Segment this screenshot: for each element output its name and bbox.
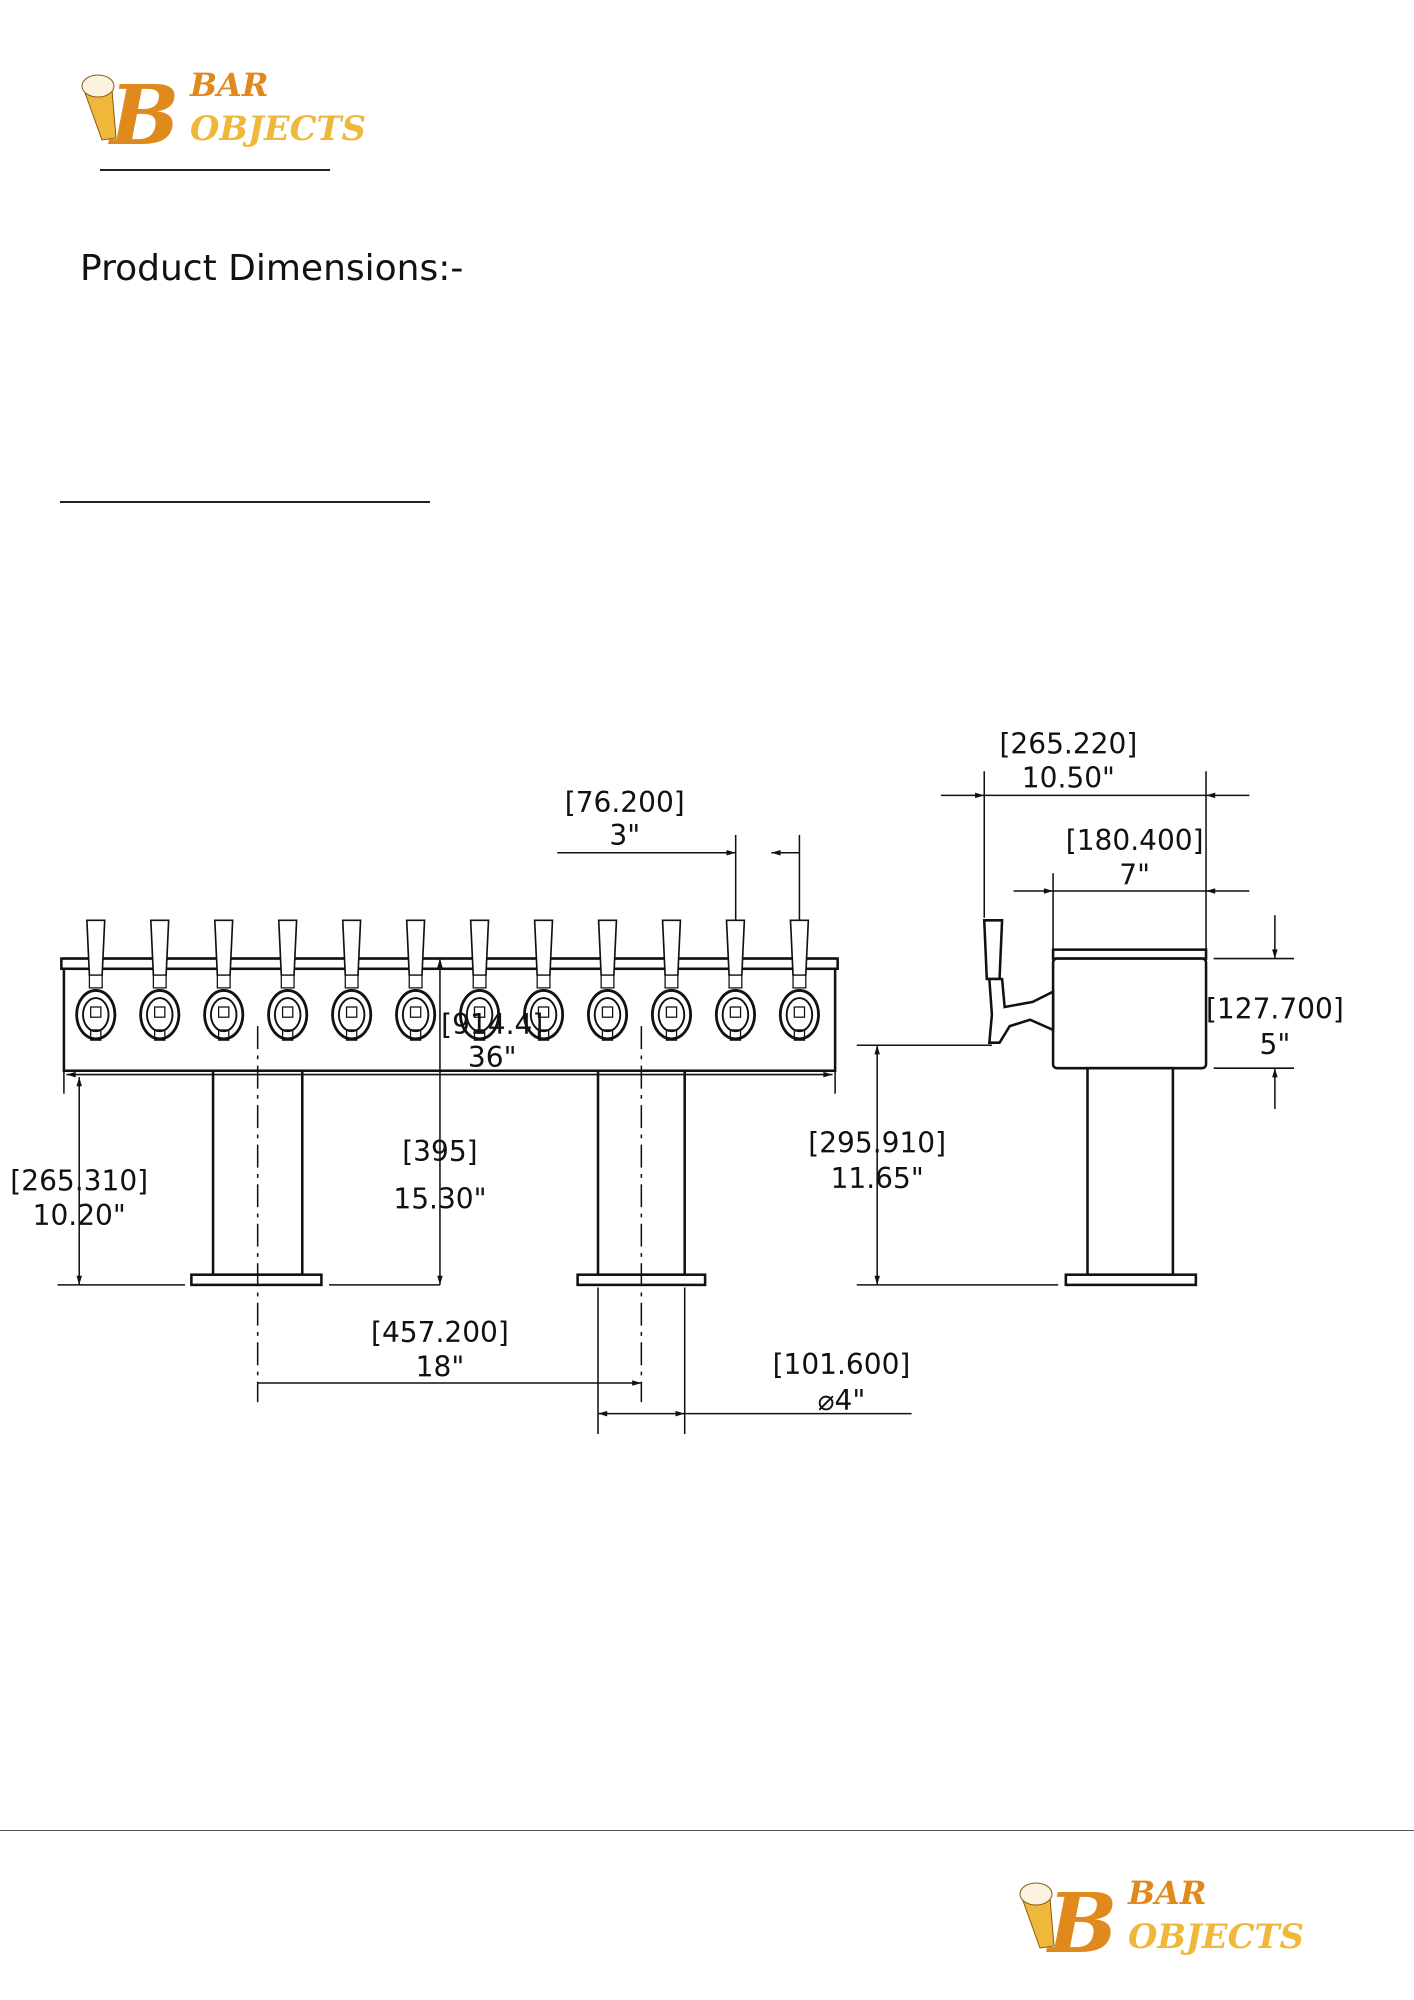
logo-word-objects: OBJECTS [1128, 1917, 1304, 1957]
logo-word-bar: BAR [189, 66, 268, 104]
dim-spout-height-in: 11.65" [831, 1162, 924, 1195]
logo-underline [100, 169, 330, 171]
left-base [190, 1273, 323, 1287]
dim-depth-box-mm: [180.400] [1066, 824, 1204, 857]
logo-initial: B [1046, 1876, 1117, 1963]
tap [586, 919, 629, 1041]
taps [75, 919, 820, 1041]
tap [331, 919, 373, 1041]
tap [75, 919, 117, 1041]
dim-total-height-in: 15.30" [393, 1182, 486, 1215]
logo-initial: B [108, 68, 179, 155]
dimension-lines [57, 771, 1294, 1435]
dim-column-spacing-in: 18" [416, 1351, 465, 1384]
tap [459, 919, 501, 1041]
footer-divider [0, 1830, 1414, 1831]
section-divider [60, 501, 430, 503]
front-view [60, 919, 839, 1403]
dim-box-height-mm: [127.700] [1206, 992, 1344, 1025]
dim-tower-height-in: 10.20" [33, 1199, 126, 1232]
tap [714, 919, 756, 1041]
dim-depth-total-in: 10.50" [1022, 762, 1115, 795]
tower-top-rail [60, 957, 839, 971]
logo-word-bar: BAR [1127, 1874, 1206, 1912]
page-title: Product Dimensions:- [80, 248, 464, 289]
dim-column-diameter-mm: [101.600] [773, 1348, 911, 1381]
footer-logo: B BAR OBJECTS [1019, 1874, 1304, 1963]
dim-total-height-mm: [395] [402, 1135, 477, 1168]
dim-column-diameter-in: ⌀4" [818, 1384, 866, 1417]
dim-tap-spacing-mm: [76.200] [565, 786, 685, 819]
dim-column-spacing-mm: [457.200] [371, 1316, 509, 1349]
dimension-labels: [76.200] 3" [914.4] 36" [265.310] 10.20"… [10, 727, 1343, 1416]
dim-length-mm: [914.4] [441, 1008, 543, 1041]
tap [395, 919, 437, 1041]
tap [139, 919, 181, 1041]
beer-glass-icon [1019, 1882, 1055, 1949]
beer-glass-icon [81, 74, 117, 141]
tap [203, 919, 245, 1041]
dim-tap-spacing-in: 3" [609, 819, 640, 852]
tap [267, 919, 309, 1041]
header-logo: B BAR OBJECTS [81, 66, 366, 155]
dim-box-height-in: 5" [1260, 1028, 1291, 1061]
tap [778, 919, 820, 1041]
logo-word-objects: OBJECTS [190, 109, 366, 149]
dim-tower-height-mm: [265.310] [10, 1165, 148, 1198]
dim-spout-height-mm: [295.910] [808, 1126, 946, 1159]
dim-length-in: 36" [468, 1041, 517, 1074]
side-view [982, 919, 1208, 1287]
tap [650, 919, 693, 1041]
dim-depth-box-in: 7" [1119, 859, 1150, 892]
dim-depth-total-mm: [265.220] [999, 727, 1137, 760]
tap [523, 919, 565, 1041]
